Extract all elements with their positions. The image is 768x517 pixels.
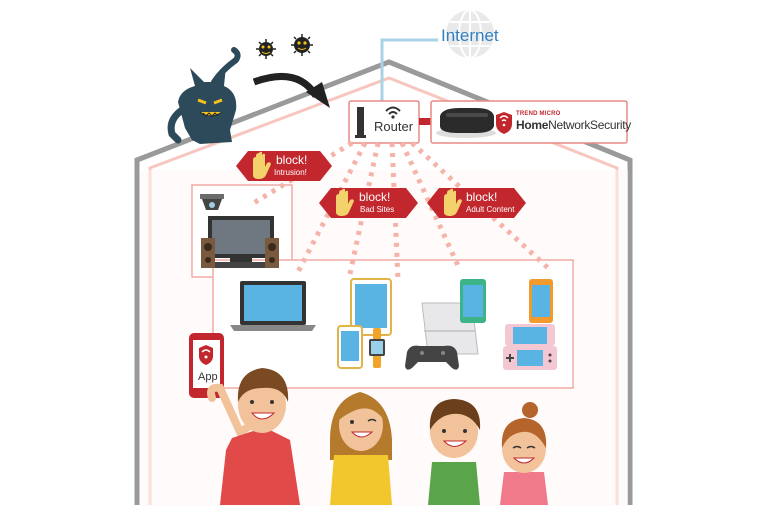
block-badge-bad-sites: [319, 188, 418, 218]
handheld-console-icon: [503, 324, 557, 370]
globe-icon: [446, 9, 494, 59]
block-title-bad-sites: block!: [359, 190, 391, 204]
security-camera-icon: [200, 194, 224, 210]
daughter-figure: [500, 402, 548, 505]
smartwatch-icon: [369, 328, 385, 368]
son-figure: [428, 399, 481, 505]
app-label: App: [198, 371, 218, 383]
attack-arrow-head: [306, 82, 330, 108]
block-subtitle-intrusion: Intrusion!: [274, 168, 307, 177]
block-badge-intrusion: [236, 151, 332, 181]
phone-app-icon: [189, 333, 224, 398]
laptop-icon: [230, 281, 316, 331]
smartphone-icon: [529, 279, 553, 323]
virus-icon: [256, 39, 276, 59]
tablet-icon: [350, 278, 392, 336]
trend-micro-logo-icon: [496, 112, 512, 134]
father-figure: [207, 368, 300, 505]
home-network-security-label: HomeNetworkSecurity: [516, 118, 631, 132]
block-badge-adult-content: [427, 188, 526, 218]
speaker-icon: [265, 238, 279, 268]
hacker-icon: [167, 47, 241, 144]
block-title-adult-content: block!: [466, 190, 498, 204]
tv-icon: [208, 216, 274, 268]
trend-micro-label: TREND MICRO: [516, 111, 561, 117]
internet-label: Internet: [441, 26, 499, 45]
router-icon: [355, 107, 366, 138]
internet-connection-line: [380, 38, 438, 102]
gamepad-icon: [405, 345, 459, 370]
smartphone-icon: [337, 325, 363, 369]
router-security-connector: [419, 118, 433, 125]
router-label: Router: [374, 119, 414, 134]
speaker-icon: [201, 238, 215, 268]
smartphone-icon: [460, 279, 486, 323]
brand-bold-text: Home: [516, 118, 549, 132]
block-subtitle-bad-sites: Bad Sites: [360, 205, 395, 214]
block-title-intrusion: block!: [276, 153, 308, 167]
mother-figure: [330, 392, 392, 505]
virus-icon: [291, 34, 313, 56]
wifi-icon: [385, 106, 401, 119]
block-subtitle-adult-content: Adult Content: [466, 205, 515, 214]
brand-rest-text: NetworkSecurity: [548, 118, 631, 132]
security-device-icon: [436, 108, 496, 138]
